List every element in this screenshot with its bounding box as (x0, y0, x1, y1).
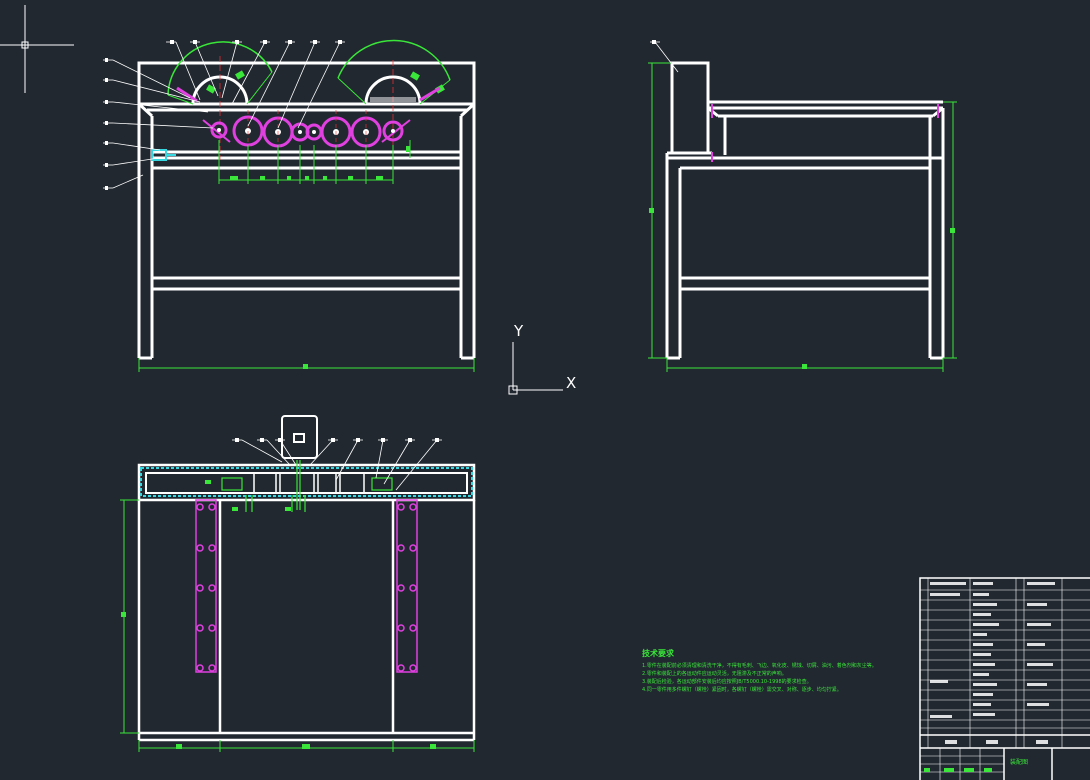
technical-requirements-note: 技术要求 1.零件在装配前必须清理和清洗干净，不得有毛刺、飞边、氧化皮、锈蚀、切… (642, 648, 912, 694)
balloon-leaders-front-top (166, 41, 345, 129)
axis-label-y: Y (513, 322, 524, 340)
top-view[interactable] (120, 415, 476, 752)
tech-requirement-line: 2.零件和装配上的各运动件应运动灵活，无阻滞及不正常的声响。 (642, 671, 787, 677)
tech-requirement-line: 4.同一零件用多件螺钉（螺栓）紧固时，各螺钉（螺栓）需交叉、对称、逐步、均匀拧紧… (642, 687, 842, 693)
saw-guard-right (337, 39, 451, 160)
saw-guard-left (167, 41, 273, 160)
axis-label-x: X (566, 374, 576, 392)
tech-requirement-line: 3.装配后检验，各运动部件安装后均应按照JB/T5000.10-1998的要求检… (642, 679, 812, 685)
crosshair-cursor-icon (0, 5, 74, 93)
front-dimensions (138, 140, 475, 372)
bolt-plate-right (396, 499, 418, 673)
drawing-title: 装配图 (1010, 759, 1029, 766)
balloon-leaders-top-view (232, 439, 442, 491)
side-view[interactable] (648, 40, 957, 372)
roller-row (202, 115, 411, 148)
title-block[interactable] (919, 577, 1090, 780)
cross-beam (140, 467, 473, 497)
bolt-plate-left (195, 499, 217, 673)
tech-requirements-title: 技术要求 (642, 649, 674, 658)
tech-requirement-line: 1.零件在装配前必须清理和清洗干净，不得有毛刺、飞边、氧化皮、锈蚀、切屑、油污、… (642, 663, 877, 669)
motor-icon (281, 415, 318, 459)
ucs-axis-icon (508, 342, 563, 395)
front-view[interactable] (103, 39, 476, 372)
top-dimensions (120, 499, 475, 752)
